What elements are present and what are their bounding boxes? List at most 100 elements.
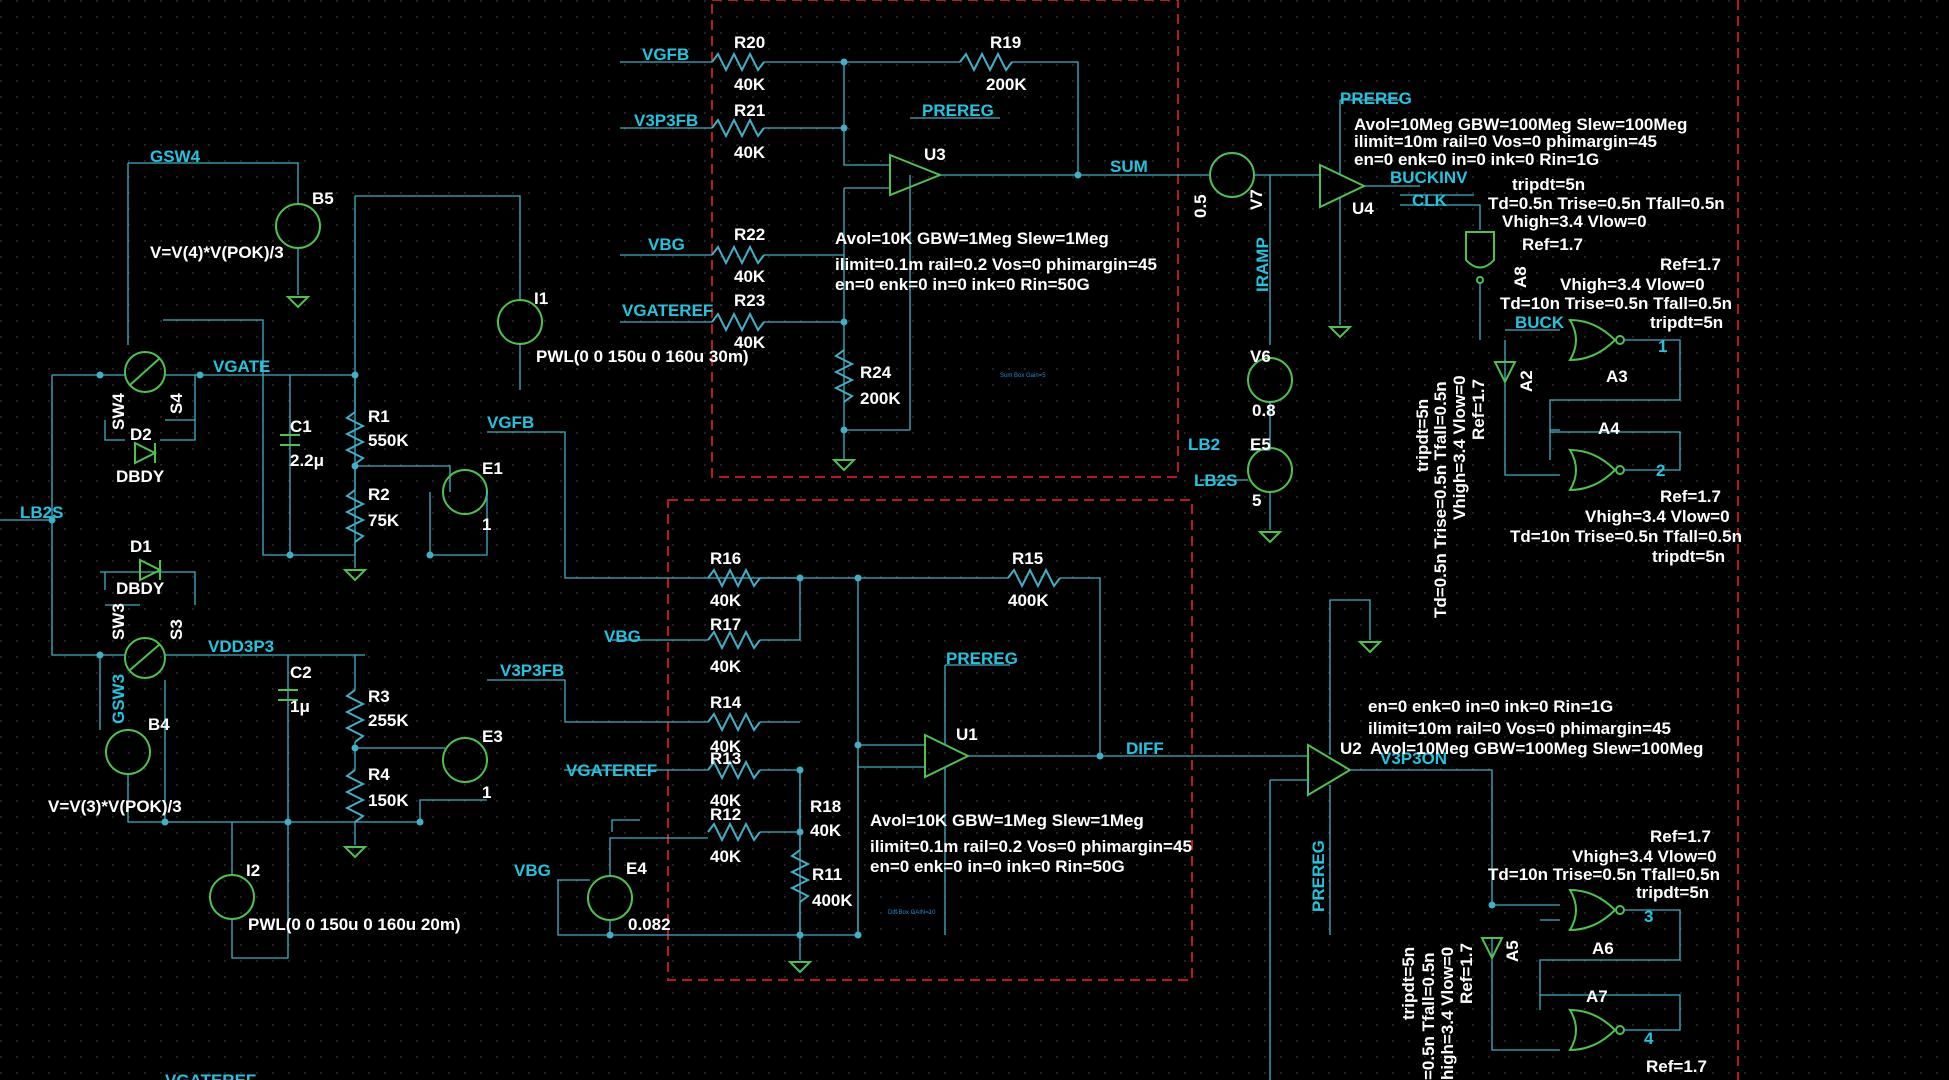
net-buck: BUCK [1515,313,1565,332]
net-gsw3: GSW3 [109,674,128,724]
ref-u1: U1 [956,725,978,744]
ref-sw4: SW4 [109,393,128,430]
value-r18: 40K [810,821,842,840]
pin-a6: 3 [1644,907,1653,926]
param-a5-line1: tripdt=5n [1399,947,1418,1020]
value-r4: 150K [368,791,409,810]
param-a2-line2: Td=0.5n Trise=0.5n Tfall=0.5n [1431,381,1450,618]
value-b4: V=V(3)*V(POK)/3 [48,797,182,816]
net-vgfb-top: VGFB [642,45,689,64]
ref-b5: B5 [312,189,334,208]
net-lb2: LB2 [1188,435,1220,454]
param-a4-line2: Vhigh=3.4 Vlow=0 [1585,507,1730,526]
ref-a6: A6 [1592,939,1614,958]
ref-r12: R12 [710,805,741,824]
v3p3-comparator-section [1269,599,1681,1080]
ref-d1: D1 [130,537,152,556]
value-d2: DBDY [116,467,165,486]
value-r22: 40K [734,267,766,286]
value-r16: 40K [710,591,742,610]
ref-a5: A5 [1503,940,1522,962]
value-r1: 550K [368,431,409,450]
net-prereg-vertical: PREREG [1309,840,1328,912]
param-a8-line4: Ref=1.7 [1522,235,1583,254]
pin-a4: 2 [1656,461,1665,480]
net-vgate: VGATE [213,357,270,376]
value-r17: 40K [710,657,742,676]
net-vbg-top: VBG [648,235,685,254]
param-a5-line3: high=3.4 Vlow=0 [1438,947,1457,1080]
net-sum: SUM [1110,157,1148,176]
ref-r15: R15 [1012,549,1043,568]
ref-r13: R13 [710,749,741,768]
value-c2: 1μ [290,697,310,716]
param-u3-line2: ilimit=0.1m rail=0.2 Vos=0 phimargin=45 [835,255,1157,274]
ref-e5: E5 [1250,435,1271,454]
sum-amplifier-section [620,51,1082,472]
param-a4-line3: Td=10n Trise=0.5n Tfall=0.5n [1510,527,1742,546]
net-iramp: IRAMP [1253,237,1272,292]
ref-a7: A7 [1586,987,1608,1006]
param-a4-line4: tripdt=5n [1652,547,1725,566]
param-u1-line2: ilimit=0.1m rail=0.2 Vos=0 phimargin=45 [870,837,1192,856]
param-a2-line3: Vhigh=3.4 Vlow=0 [1450,375,1469,520]
param-a7-line1: Ref=1.7 [1646,1057,1707,1076]
param-u2-line2: ilimit=10m rail=0 Vos=0 phimargin=45 [1368,719,1671,738]
net-vbg-e4: VBG [514,861,551,880]
param-a3-line3: Td=10n Trise=0.5n Tfall=0.5n [1500,294,1732,313]
ref-b4: B4 [148,715,170,734]
value-v6: 0.8 [1252,401,1276,420]
value-v7: 0.5 [1191,194,1210,218]
ref-e1: E1 [482,459,503,478]
value-d1: DBDY [116,579,165,598]
ref-r18: R18 [810,797,841,816]
value-r21: 40K [734,143,766,162]
ref-r11: R11 [812,865,842,884]
ref-c2: C2 [290,663,312,682]
param-a8-line3: Vhigh=3.4 Vlow=0 [1502,212,1647,231]
param-u4-line3: en=0 enk=0 in=0 ink=0 Rin=1G [1354,150,1599,169]
ref-s4: S4 [167,393,186,414]
value-r11: 400K [812,891,853,910]
value-e3: 1 [482,783,491,802]
comment-diff-box: Diff Box GAIN=10 [888,910,936,916]
param-a4-line1: Ref=1.7 [1660,487,1721,506]
param-a2-line1: tripdt=5n [1413,399,1432,472]
ref-c1: C1 [290,417,312,436]
net-vgfb-e1: VGFB [487,413,534,432]
ref-r14: R14 [710,693,742,712]
value-r3: 255K [368,711,409,730]
value-e5: 5 [1252,491,1261,510]
value-i1: PWL(0 0 150u 0 160u 30m) [536,347,749,366]
net-diff: DIFF [1126,739,1164,758]
param-a3-line4: tripdt=5n [1650,313,1723,332]
gate-driver-section [0,162,800,656]
param-u2-line1: en=0 enk=0 in=0 ink=0 Rin=1G [1368,697,1613,716]
ref-a3: A3 [1606,367,1628,386]
diff-amplifier-section [557,567,1308,974]
ref-r17: R17 [710,615,741,634]
ref-u3: U3 [924,145,946,164]
value-r24: 200K [860,389,901,408]
ref-e3: E3 [482,727,503,746]
ref-r23: R23 [734,291,765,310]
ref-r1: R1 [368,407,390,426]
net-prereg-u3: PREREG [922,101,994,120]
param-a5-line4: Ref=1.7 [1457,943,1476,1004]
ref-u2: U2 [1340,739,1362,758]
ref-sw3: SW3 [109,603,128,640]
param-u2-line3: Avol=10Meg GBW=100Meg Slew=100Meg [1370,739,1703,758]
ref-i1: I1 [534,289,548,308]
param-a3-line2: Vhigh=3.4 Vlow=0 [1560,275,1705,294]
ref-r24: R24 [860,363,892,382]
param-a3-line1: Ref=1.7 [1660,255,1721,274]
param-u4-line1: Avol=10Meg GBW=100Meg Slew=100Meg [1354,115,1687,134]
ref-a8: A8 [1511,266,1530,288]
param-u4-line2: ilimit=10m rail=0 Vos=0 phimargin=45 [1354,132,1657,151]
net-v3p3on: V3P3ON [1380,749,1447,768]
net-vgateref-bottom: VGATEREF [165,1071,256,1080]
net-lb2s-left: LB2S [20,503,63,522]
value-r13: 40K [710,791,742,810]
net-vbg-r17: VBG [604,627,641,646]
